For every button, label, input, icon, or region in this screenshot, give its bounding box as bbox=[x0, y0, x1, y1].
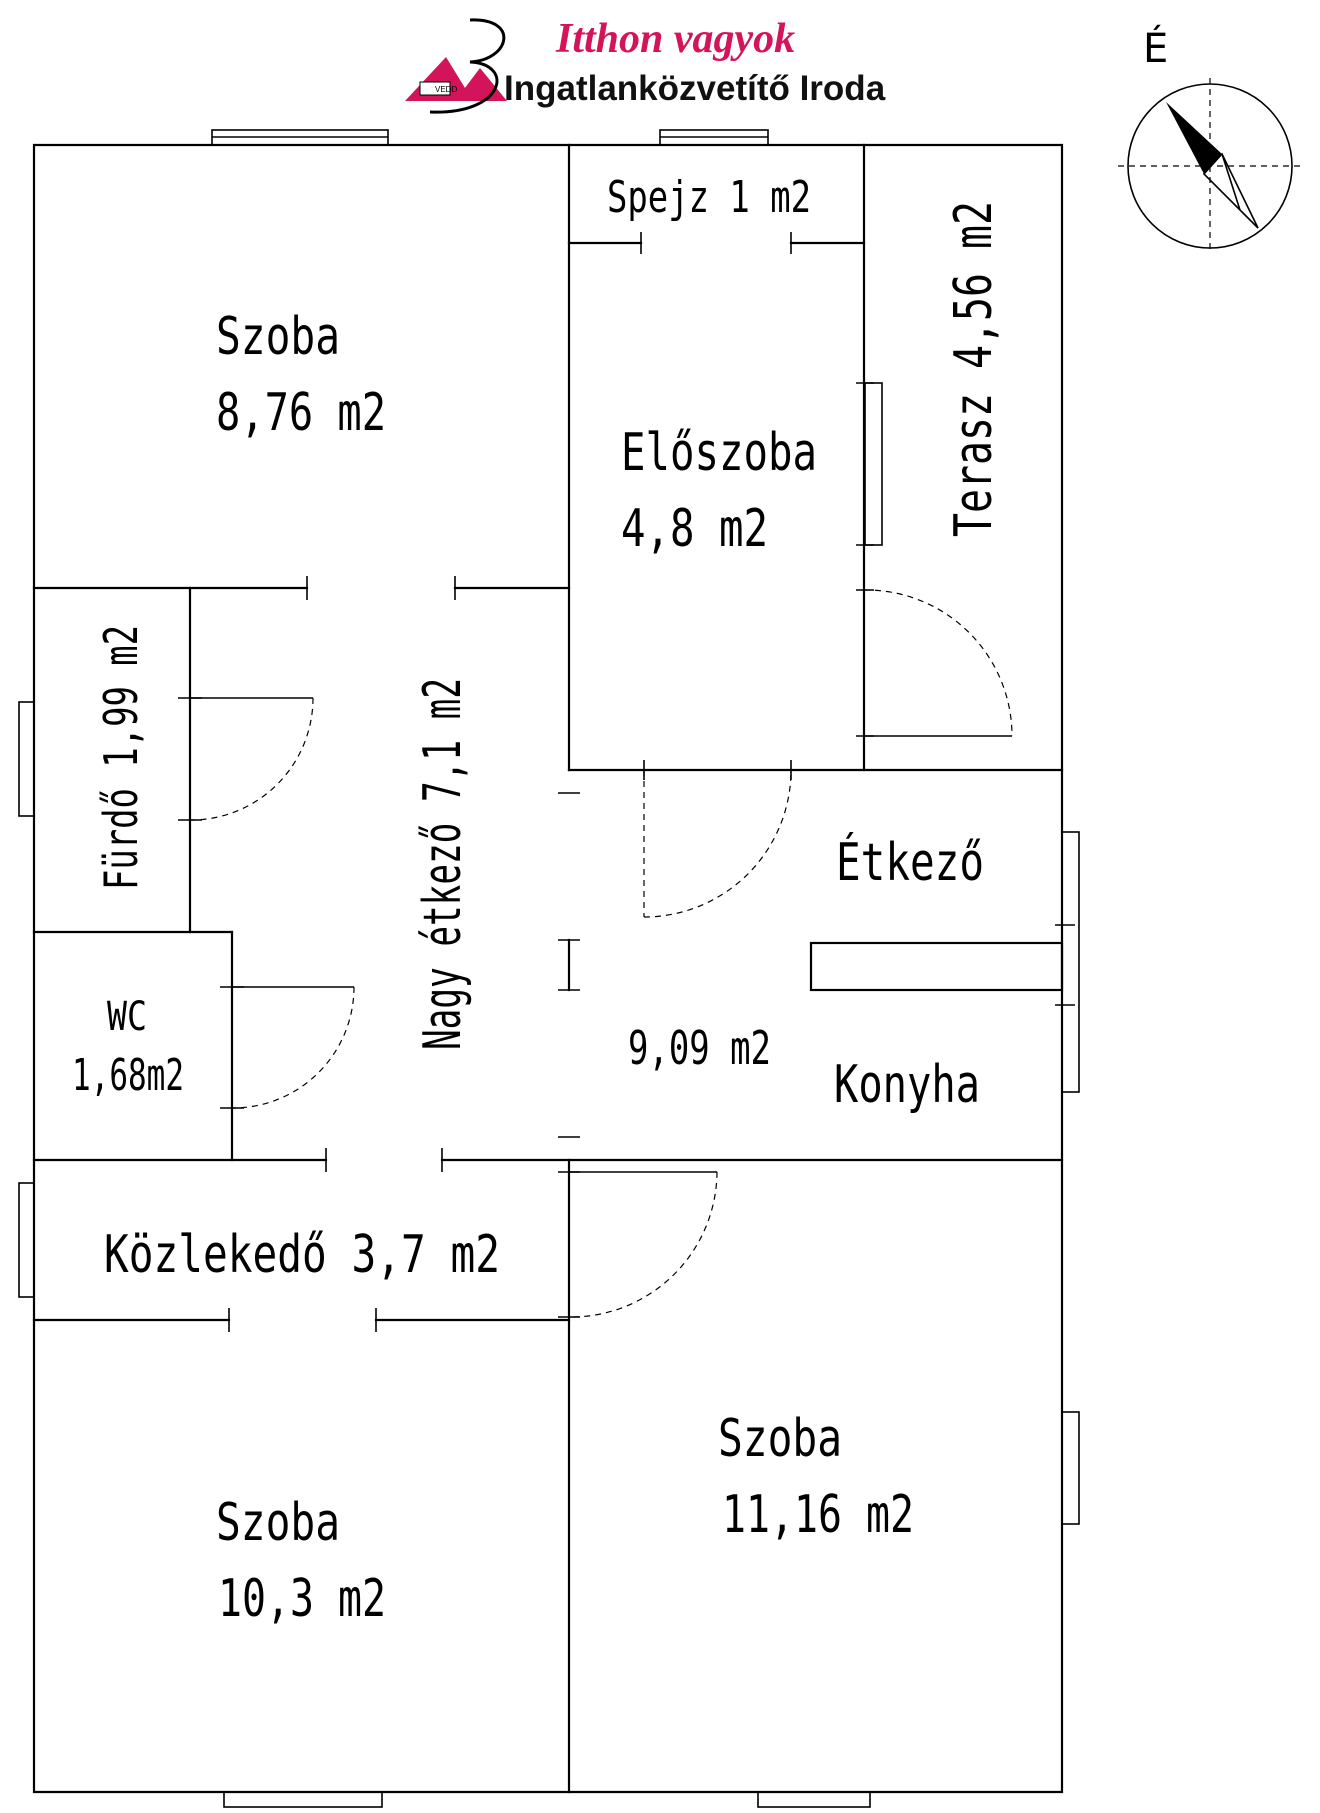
room-szoba-se: Szoba 11,16 m2 bbox=[718, 1409, 914, 1545]
north-arrow-icon: É bbox=[1118, 24, 1302, 254]
room-label: Nagy étkező 7,1 m2 bbox=[413, 678, 473, 1050]
room-name-bottom: Konyha bbox=[834, 1055, 980, 1115]
agency-logo: VEDD Itthon vagyok Ingatlanközvetítő Iro… bbox=[405, 16, 886, 114]
window-left-furdo bbox=[18, 701, 35, 817]
house-emblem-icon: VEDD bbox=[405, 18, 507, 114]
room-furdo: Fürdő 1,99 m2 bbox=[94, 625, 148, 890]
door-szoba-se bbox=[568, 1171, 718, 1318]
room-szoba-sw: Szoba 10,3 m2 bbox=[216, 1493, 386, 1629]
room-area: 11,16 m2 bbox=[722, 1485, 914, 1545]
interior-walls bbox=[32, 143, 1064, 1794]
window-bottom-right bbox=[757, 1791, 871, 1808]
room-eloszoba: Előszoba 4,8 m2 bbox=[621, 423, 817, 559]
room-area: 1,68m2 bbox=[72, 1050, 184, 1101]
room-etkezo-konyha: Étkező 9,09 m2 Konyha bbox=[628, 832, 984, 1115]
room-name: Szoba bbox=[718, 1409, 842, 1469]
room-nagy-etkezo: Nagy étkező 7,1 m2 bbox=[413, 678, 473, 1050]
window-eloszoba-terasz bbox=[864, 382, 883, 546]
window-right-szoba-se bbox=[1061, 1411, 1080, 1525]
room-labels: Szoba 8,76 m2 Spejz 1 m2 Előszoba 4,8 m2… bbox=[72, 172, 1004, 1629]
room-spejz: Spejz 1 m2 bbox=[607, 172, 811, 223]
room-name: WC bbox=[107, 994, 147, 1040]
window-top-spejz bbox=[659, 129, 769, 146]
room-szoba-nw: Szoba 8,76 m2 bbox=[216, 307, 386, 443]
room-area: 9,09 m2 bbox=[628, 1021, 771, 1075]
room-label: Spejz 1 m2 bbox=[607, 172, 811, 223]
room-name: Szoba bbox=[216, 307, 340, 367]
window-left-kozlekedo bbox=[18, 1182, 35, 1298]
logo-title: Itthon vagyok bbox=[555, 16, 795, 62]
room-name: Szoba bbox=[216, 1493, 340, 1553]
door-swings bbox=[189, 589, 1013, 1318]
room-area: 8,76 m2 bbox=[216, 383, 386, 443]
windows bbox=[18, 129, 1080, 1808]
room-area: 4,8 m2 bbox=[621, 499, 768, 559]
door-terasz bbox=[863, 589, 1013, 737]
window-bottom-left bbox=[223, 1791, 383, 1808]
room-kozlekedo: Közlekedő 3,7 m2 bbox=[104, 1225, 500, 1285]
door-furdo bbox=[189, 697, 314, 821]
window-top-left bbox=[211, 129, 389, 146]
room-label: Közlekedő 3,7 m2 bbox=[104, 1225, 500, 1285]
emblem-text: VEDD bbox=[435, 85, 457, 94]
compass-north-label: É bbox=[1143, 24, 1168, 72]
room-name: Előszoba bbox=[621, 423, 817, 483]
window-right-konyha bbox=[1055, 831, 1080, 1093]
room-label: Terasz 4,56 m2 bbox=[944, 201, 1004, 537]
room-name-top: Étkező bbox=[836, 832, 984, 893]
room-label: Fürdő 1,99 m2 bbox=[94, 625, 148, 890]
room-terasz: Terasz 4,56 m2 bbox=[944, 201, 1004, 537]
room-wc: WC 1,68m2 bbox=[72, 994, 184, 1101]
door-etkezo bbox=[643, 769, 792, 918]
room-area: 10,3 m2 bbox=[218, 1569, 386, 1629]
door-wc bbox=[231, 986, 355, 1109]
logo-subtitle: Ingatlanközvetítő Iroda bbox=[504, 69, 886, 108]
